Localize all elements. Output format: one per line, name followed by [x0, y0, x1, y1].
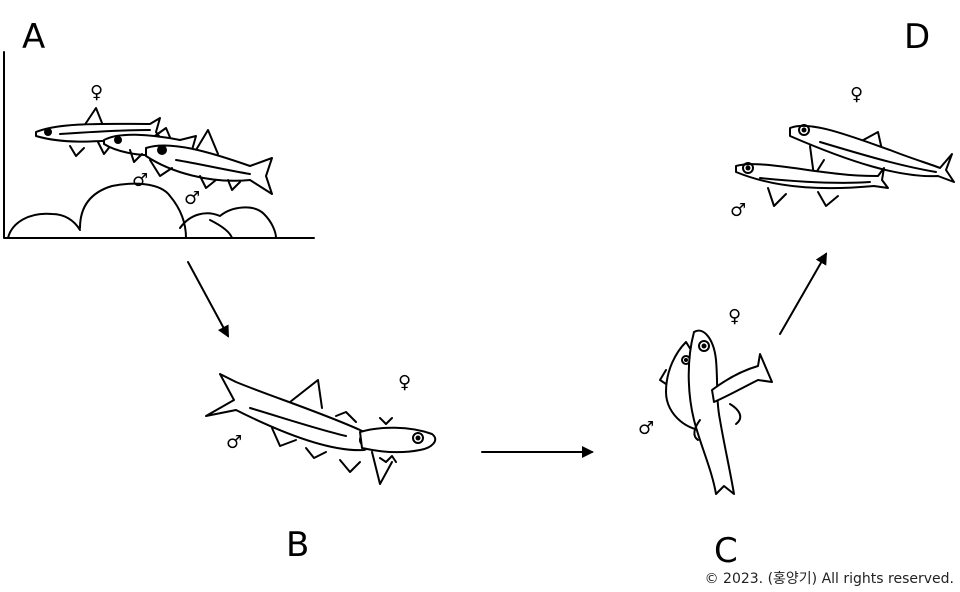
rock-2 [79, 182, 187, 239]
panel-a: A [3, 17, 315, 239]
female-symbol-b: ♀ [398, 372, 411, 393]
male-symbol-d: ♂ [730, 200, 746, 221]
fish-male-a2 [145, 129, 273, 195]
copyright-notice: © 2023. (홍양기) All rights reserved. [704, 571, 954, 587]
male-symbol-b: ♂ [226, 432, 242, 453]
fish-male-d [735, 162, 889, 207]
panel-letter-b: B [286, 525, 309, 565]
female-symbol-a: ♀ [90, 82, 103, 103]
rock-crack [209, 219, 233, 239]
fish-male-b [205, 373, 374, 473]
panel-d: D ♀ ♂ [730, 17, 955, 221]
arrow-a-to-b [187, 261, 229, 338]
male-symbol-a1: ♂ [132, 170, 148, 191]
fish-female-d [789, 124, 955, 183]
panel-letter-a: A [22, 17, 45, 57]
panel-letter-d: D [904, 17, 930, 57]
male-symbol-a2: ♂ [184, 188, 200, 209]
fish-female-b [359, 417, 437, 485]
panel-c: ♀ ♂ C [638, 306, 773, 571]
panel-b: ♀ ♂ B [205, 372, 437, 565]
arrow-c-to-d [779, 252, 827, 335]
fish-female-c [687, 329, 773, 495]
female-symbol-c: ♀ [728, 306, 741, 327]
male-symbol-c: ♂ [638, 418, 654, 439]
rock-3 [179, 206, 277, 239]
female-symbol-d: ♀ [850, 84, 863, 105]
tank-frame [3, 51, 315, 239]
panel-letter-c: C [714, 531, 738, 571]
rock-1 [7, 212, 81, 239]
